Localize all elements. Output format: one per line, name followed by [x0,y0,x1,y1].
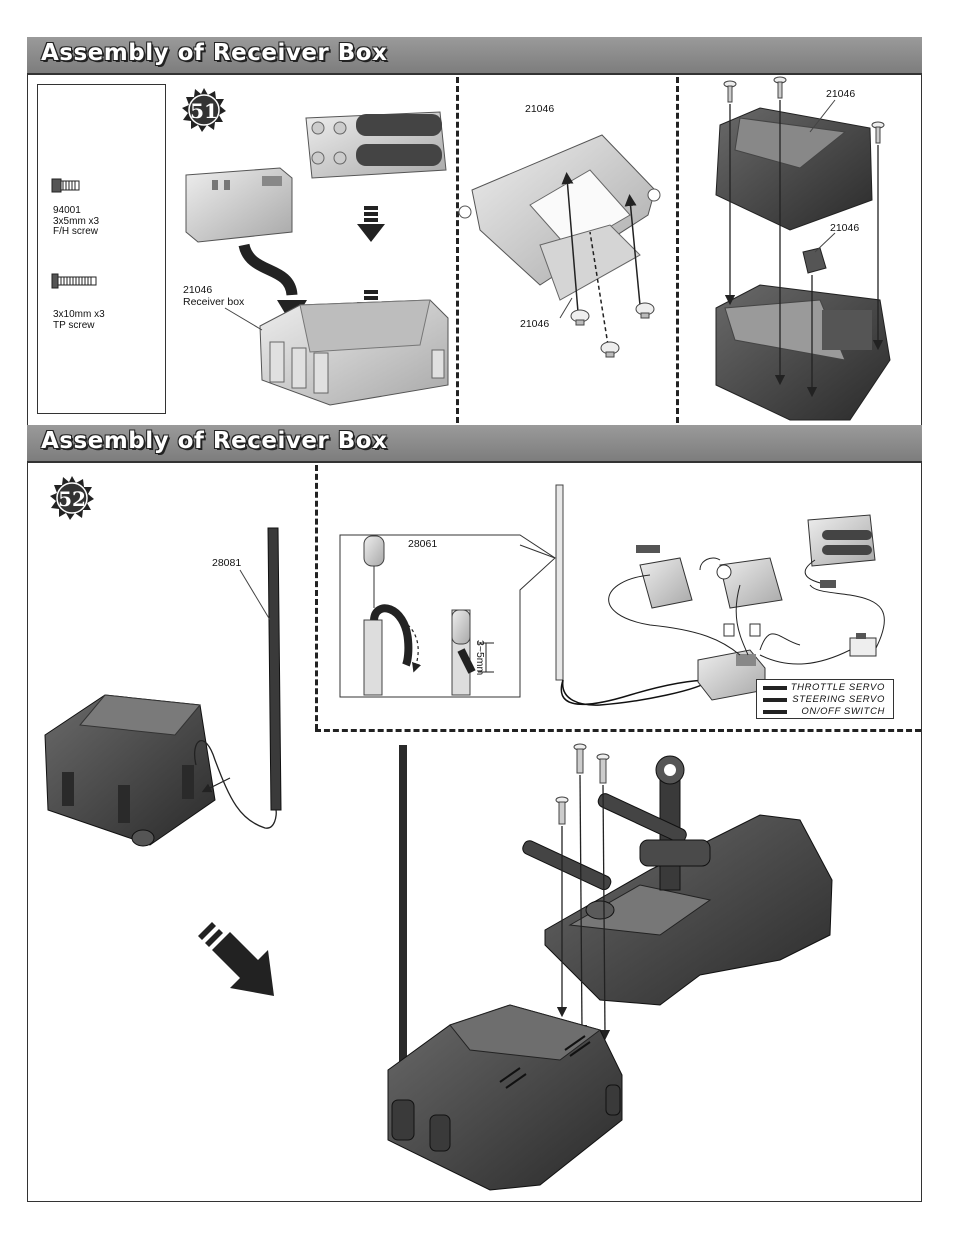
assembly-arrow [561,172,579,313]
wire-route-arrow [238,243,298,296]
down-arrow-icon [357,206,385,242]
leader-line [239,569,271,621]
assembly-arrow [624,194,641,306]
screw-icon [723,80,737,103]
screw-icon [596,753,610,784]
callout-part-code: 21046 [183,284,213,296]
section-banner-step-52: Assembly of Receiver Box [27,425,922,463]
step-number: 52 [58,487,86,511]
tapping-screw-icon [51,273,97,289]
screw-icon [773,76,787,99]
callout-part-code: 21046 [830,222,860,234]
spacer-block-illustration [802,247,827,274]
step-number: 51 [190,99,218,123]
leader-line [809,99,836,133]
receiver-box-lid-underside-illustration [458,134,661,301]
wiring-panel-border-bottom [315,729,921,732]
leader-line [814,232,836,253]
wiring-panel-border-left [315,465,318,730]
screw-icon [600,341,620,358]
leader-line [224,307,263,331]
step-badge-52: 52 [50,476,94,520]
screw-icon [635,302,655,319]
wiring-legend: THROTTLE SERVO STEERING SERVO ON/OFF SWI… [756,679,894,719]
callout-part-code: 28081 [212,557,242,569]
throttle-servo-illustration [636,545,693,609]
receiver-box-assembled-base-illustration [715,284,891,421]
antenna-wire [194,740,277,829]
screw-icon [570,309,590,326]
callout-part-code: 21046 [520,318,550,330]
assembly-arrow [201,777,231,793]
assembly-arrow [576,774,588,1036]
chassis-illustration [522,755,833,1006]
screw-icon [573,743,587,774]
parts-list-box [37,84,166,414]
section-title: Assembly of Receiver Box [41,428,388,454]
antenna-cap-illustration [363,535,385,567]
antenna-straight-illustration [555,484,564,681]
receiver-box-base-illustration [259,299,449,406]
section-title: Assembly of Receiver Box [41,40,388,66]
part-size: 3x10mm x3 [53,309,105,320]
antenna-tube-illustration [267,527,282,811]
screw-icon [871,121,885,144]
assembly-arrow [599,784,611,1041]
part-code: 94001 [53,205,81,216]
flat-head-screw-icon [51,178,80,193]
panel-divider [456,77,459,423]
legend-on-off-switch: ON/OFF SWITCH [801,706,885,717]
on-off-switch-illustration [849,633,877,657]
callout-part-code: 21046 [525,103,555,115]
legend-steering-servo: STEERING SERVO [792,694,885,705]
section-banner-step-51: Assembly of Receiver Box [27,37,922,75]
part-size: 3x5mm x3 [53,216,100,227]
antenna-cut-detail [339,534,556,698]
callout-part-code: 28061 [408,538,438,550]
callout-part-name: Receiver box [183,296,245,308]
assembly-arrow [589,231,609,346]
part-desc: F/H screw [53,226,98,237]
step-badge-51: 51 [182,88,226,132]
panel-divider [676,77,679,423]
receiver-box-lid-illustration [715,107,873,231]
receiver-unit-illustration [697,649,766,701]
receiver-unit-illustration [185,167,293,243]
wiring-diagram [608,514,885,701]
battery-pack-illustration [807,514,876,567]
antenna-wire [560,679,712,706]
legend-throttle-servo: THROTTLE SERVO [790,682,885,693]
screw-icon [555,796,569,825]
receiver-box-closed-illustration [44,694,216,847]
trim-length-label: 3~5mm [474,640,486,676]
diagonal-arrow-icon [198,922,274,996]
callout-part-code: 21046 [826,88,856,100]
leader-line [559,297,573,319]
receiver-box-with-antenna-illustration [387,745,623,1191]
part-desc: TP screw [53,320,95,331]
battery-pack-illustration [305,111,447,179]
wire-legend-icons [763,686,787,714]
steering-servo-illustration [716,557,783,609]
